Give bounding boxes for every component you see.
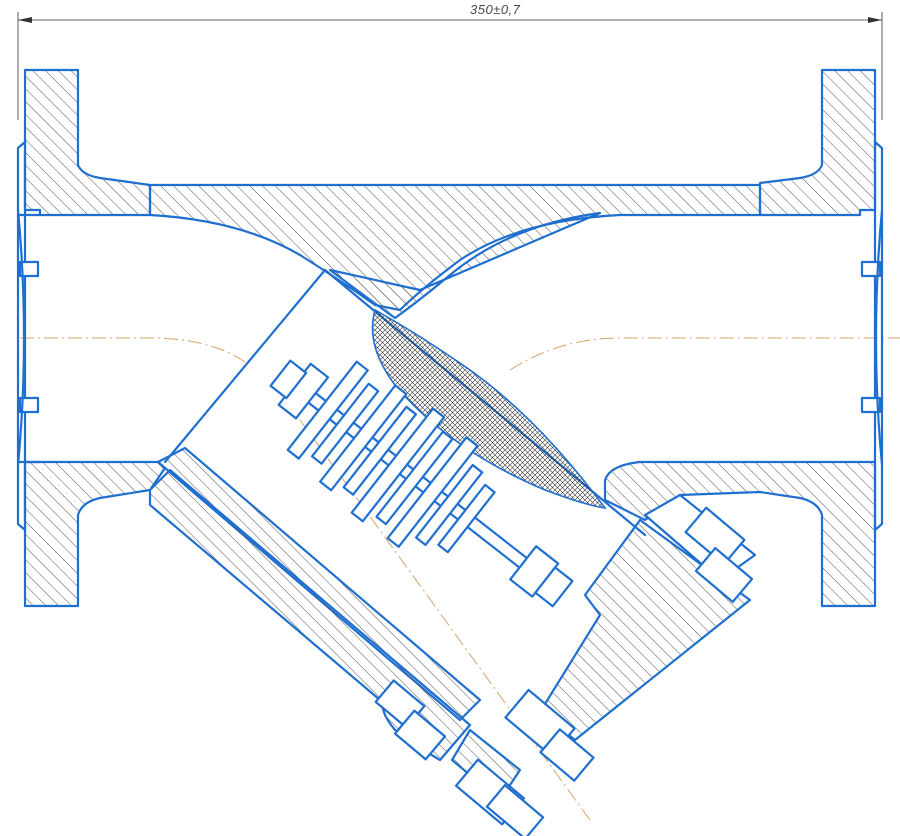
- cover-bolt-head-1: [684, 506, 746, 566]
- disc-5: [350, 407, 446, 523]
- lower-boss: [374, 679, 447, 761]
- cover-bolt-head-2: [694, 546, 754, 604]
- right-flange-lug-bottom: [860, 396, 882, 414]
- disc-1: [286, 360, 369, 460]
- overall-dimension-line: [17, 12, 883, 120]
- disc-7: [386, 436, 479, 548]
- cover-plate-assembly: [450, 493, 757, 836]
- disc-6: [375, 430, 454, 526]
- left-flange-lug-bottom: [18, 396, 40, 414]
- left-flange: [16, 68, 167, 608]
- spring-disc-stack: [269, 359, 574, 608]
- drain-plug-head: [539, 728, 595, 782]
- disc-2: [310, 382, 380, 465]
- disc-8: [414, 463, 484, 547]
- overall-length-dimension-label: 350±0,7: [470, 2, 521, 17]
- left-flange-lug-top: [18, 260, 40, 278]
- valve-body-upper-wall: [148, 183, 762, 320]
- disc-4: [342, 405, 417, 496]
- right-flange-lug-top: [860, 260, 882, 278]
- disc-9: [437, 483, 496, 554]
- bottom-nut-2: [485, 784, 545, 836]
- disc-3: [319, 384, 408, 492]
